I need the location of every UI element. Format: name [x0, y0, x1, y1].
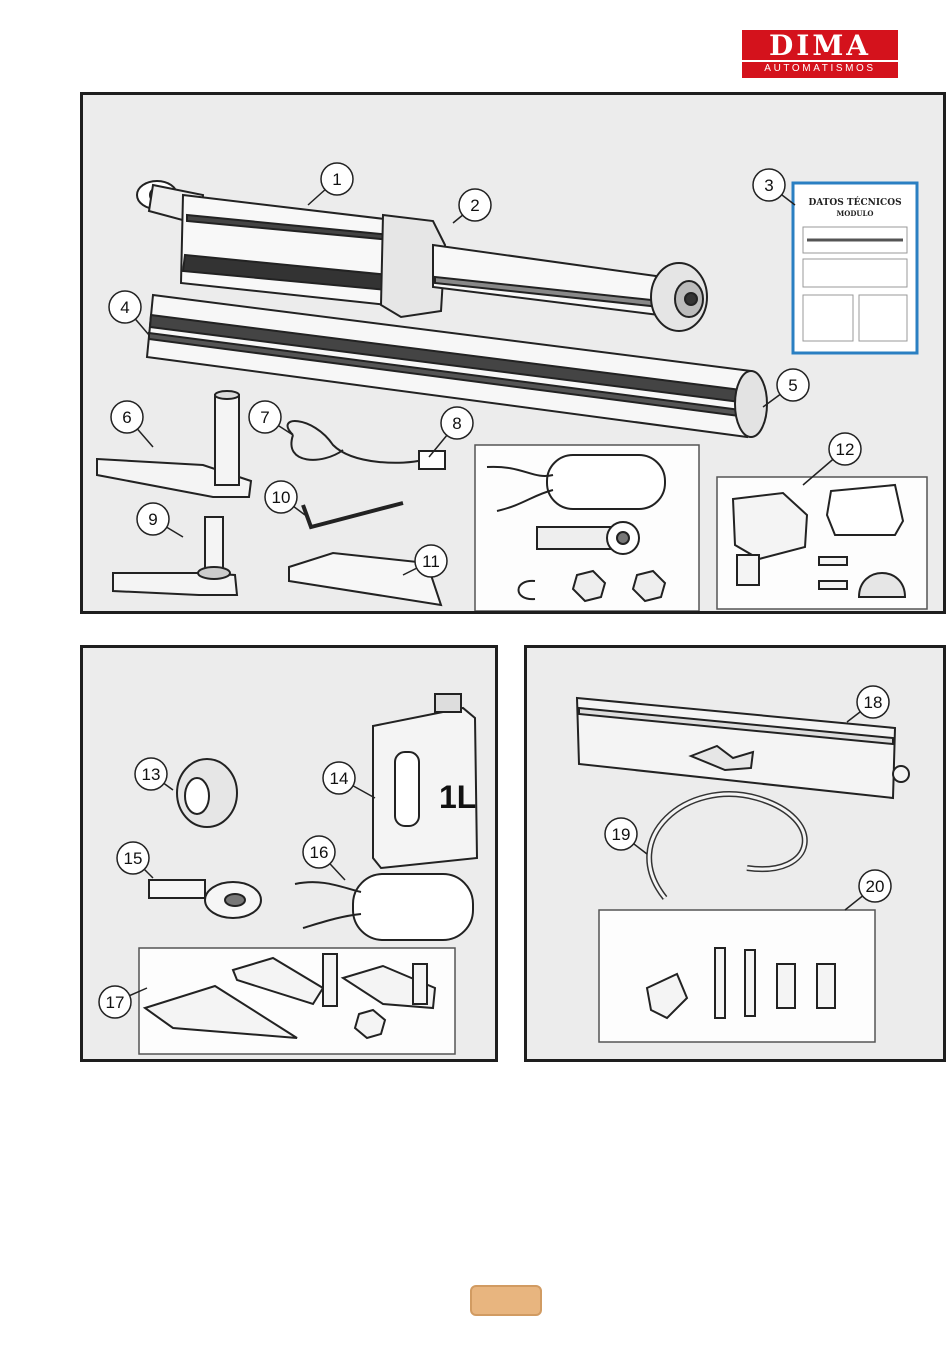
callout-number-12: 12 [836, 440, 855, 459]
box-12 [717, 477, 927, 609]
oil-kit-illustration: 1L 13 14 15 16 17 [83, 648, 498, 1062]
main-parts-illustration: DATOS TÉCNICOS MODULO [83, 95, 946, 614]
callout-number-18: 18 [864, 693, 883, 712]
callout-number-10: 10 [272, 488, 291, 507]
datasheet-illustration: DATOS TÉCNICOS MODULO [793, 183, 917, 353]
pump-kit-panel: 18 19 20 [524, 645, 946, 1062]
main-parts-panel: DATOS TÉCNICOS MODULO [80, 92, 946, 614]
callout-number-11: 11 [422, 552, 440, 571]
callout-number-13: 13 [142, 765, 161, 784]
bottle-label: 1L [439, 779, 476, 815]
callout-number-8: 8 [452, 414, 461, 433]
logo-tagline: AUTOMATISMOS [742, 60, 898, 78]
callout-number-3: 3 [764, 176, 773, 195]
box-17 [139, 948, 455, 1054]
callout-number-14: 14 [330, 769, 349, 788]
dima-logo: DIMA AUTOMATISMOS [742, 30, 898, 76]
small-parts-illustration [288, 421, 445, 605]
datasheet-subtitle: MODULO [836, 209, 873, 218]
callout-number-19: 19 [612, 825, 631, 844]
logo-name: DIMA [742, 30, 898, 60]
callout-number-15: 15 [124, 849, 143, 868]
box-20 [599, 910, 875, 1042]
callout-number-17: 17 [106, 993, 125, 1012]
page-number [470, 1285, 542, 1316]
callout-number-1: 1 [332, 170, 341, 189]
callout-number-20: 20 [866, 877, 885, 896]
callout-number-6: 6 [122, 408, 131, 427]
oil-kit-panel: 1L 13 14 15 16 17 [80, 645, 498, 1062]
datasheet-title: DATOS TÉCNICOS [808, 196, 901, 208]
box-11 [475, 445, 699, 611]
callout-number-9: 9 [148, 510, 157, 529]
callout-number-16: 16 [310, 843, 329, 862]
pump-kit-illustration: 18 19 20 [527, 648, 946, 1062]
callout-number-5: 5 [788, 376, 797, 395]
callout-number-7: 7 [260, 408, 269, 427]
callout-number-4: 4 [120, 298, 129, 317]
callout-number-2: 2 [470, 196, 479, 215]
